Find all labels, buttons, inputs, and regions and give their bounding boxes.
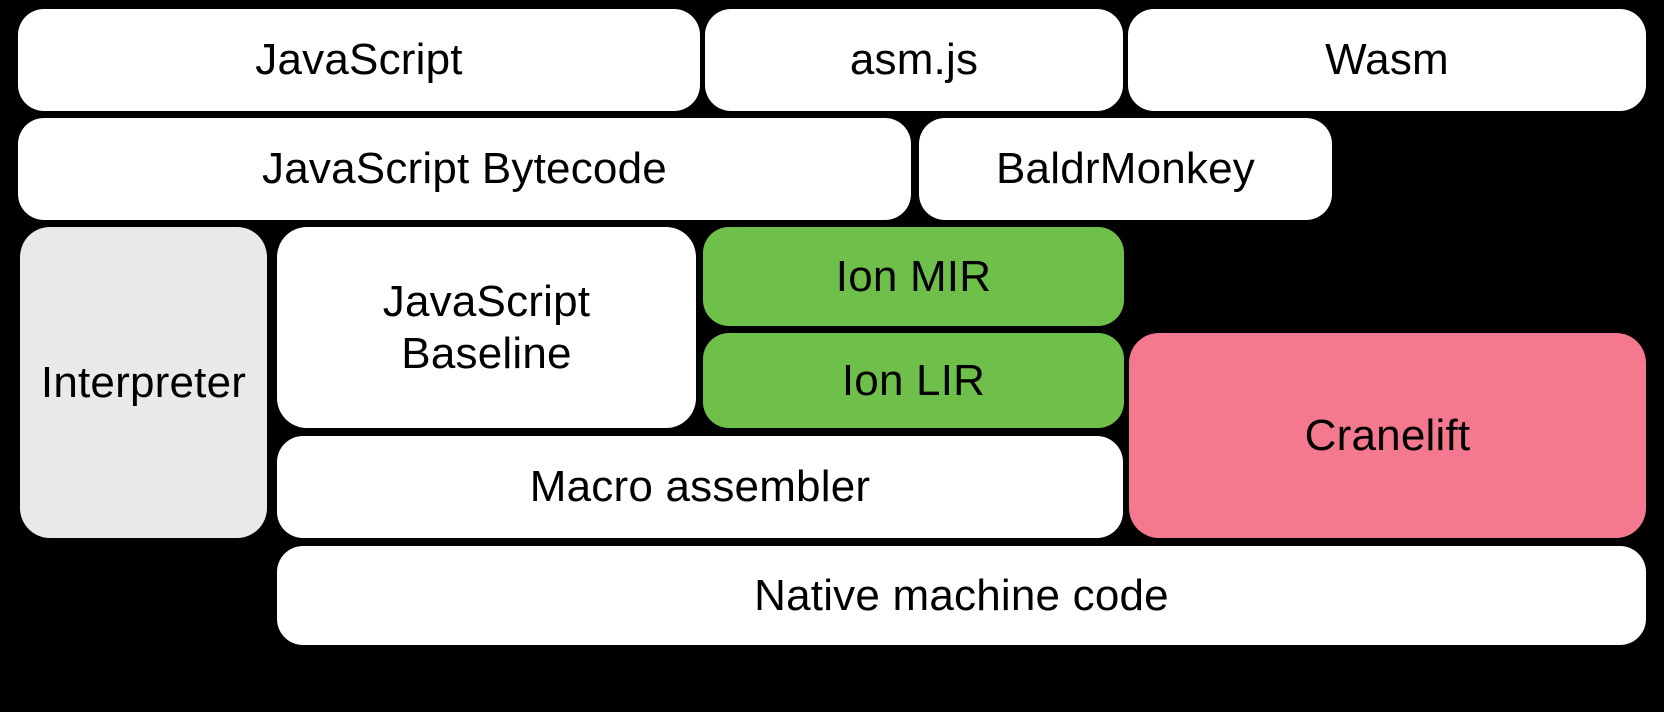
- box-ion-mir[interactable]: Ion MIR: [703, 227, 1124, 326]
- box-asmjs[interactable]: asm.js: [705, 9, 1123, 111]
- box-javascript-baseline[interactable]: JavaScript Baseline: [277, 227, 696, 428]
- box-wasm[interactable]: Wasm: [1128, 9, 1646, 111]
- box-native-machine-code[interactable]: Native machine code: [277, 546, 1646, 645]
- box-interpreter[interactable]: Interpreter: [20, 227, 267, 538]
- box-javascript-bytecode[interactable]: JavaScript Bytecode: [18, 118, 911, 220]
- box-cranelift[interactable]: Cranelift: [1129, 333, 1646, 538]
- box-ion-lir[interactable]: Ion LIR: [703, 333, 1124, 428]
- box-baldrmonkey[interactable]: BaldrMonkey: [919, 118, 1332, 220]
- box-macro-assembler[interactable]: Macro assembler: [277, 436, 1123, 538]
- box-javascript[interactable]: JavaScript: [18, 9, 700, 111]
